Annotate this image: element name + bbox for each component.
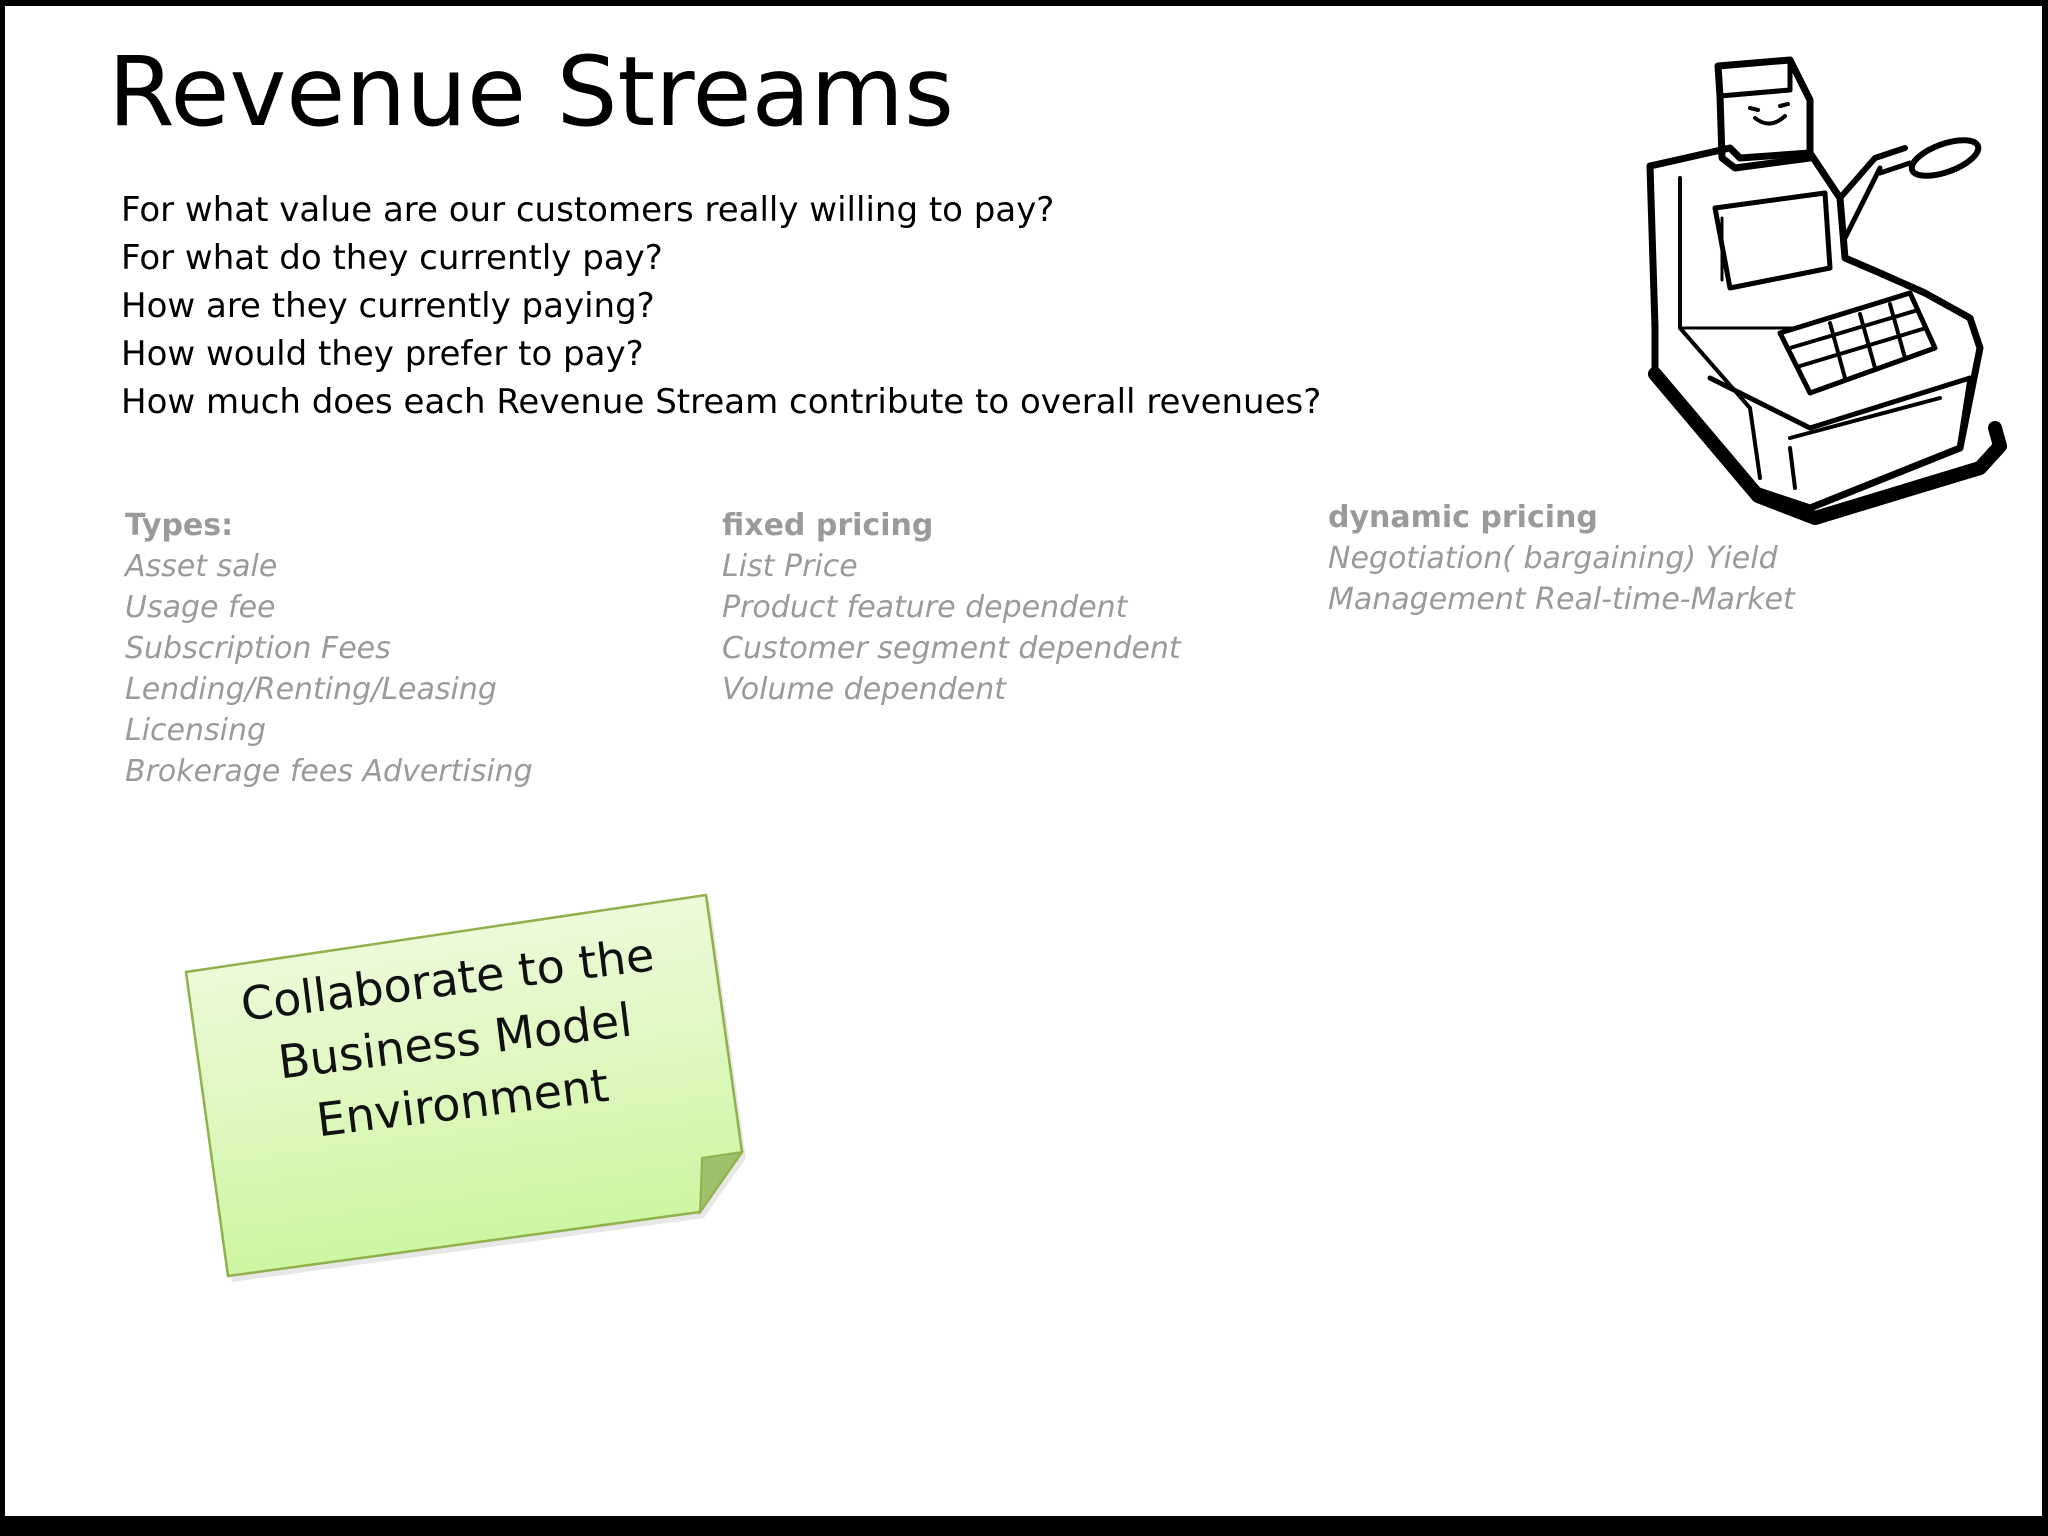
types-column: Types: Asset sale Usage fee Subscription… bbox=[125, 505, 533, 792]
list-item: Licensing bbox=[125, 713, 267, 748]
list-item: Lending/Renting/Leasing bbox=[125, 672, 497, 707]
list-item: Product feature dependent bbox=[722, 590, 1128, 625]
fixed-pricing-list: List Price Product feature dependent Cus… bbox=[722, 546, 1181, 710]
question-item: For what value are our customers really … bbox=[121, 190, 1055, 230]
list-item: Subscription Fees bbox=[125, 631, 391, 666]
dynamic-pricing-column: dynamic pricing Negotiation( bargaining)… bbox=[1328, 497, 1795, 620]
list-item: Negotiation( bargaining) Yield bbox=[1328, 541, 1778, 576]
question-item: How much does each Revenue Stream contri… bbox=[121, 382, 1322, 422]
question-item: How are they currently paying? bbox=[121, 286, 655, 326]
slide-border-right bbox=[2042, 0, 2048, 1536]
cash-register-icon bbox=[1646, 56, 2007, 525]
list-item: Asset sale bbox=[125, 549, 278, 584]
list-item: List Price bbox=[722, 549, 858, 584]
question-item: For what do they currently pay? bbox=[121, 238, 663, 278]
types-list: Asset sale Usage fee Subscription Fees L… bbox=[125, 546, 533, 792]
list-item: Customer segment dependent bbox=[722, 631, 1181, 666]
slide-border-top bbox=[0, 0, 2048, 6]
fixed-pricing-column: fixed pricing List Price Product feature… bbox=[722, 505, 1181, 710]
dynamic-pricing-list: Negotiation( bargaining) Yield Managemen… bbox=[1328, 538, 1795, 620]
types-heading: Types: bbox=[125, 508, 234, 543]
question-item: How would they prefer to pay? bbox=[121, 334, 644, 374]
list-item: Brokerage fees Advertising bbox=[125, 754, 533, 789]
list-item: Volume dependent bbox=[722, 672, 1006, 707]
dynamic-pricing-heading: dynamic pricing bbox=[1328, 500, 1598, 535]
slide-title: Revenue Streams bbox=[108, 36, 954, 148]
slide-border-bottom bbox=[0, 1516, 2048, 1536]
guiding-questions: For what value are our customers really … bbox=[121, 186, 1321, 426]
slide-border-left bbox=[0, 0, 5, 1536]
sticky-note bbox=[184, 893, 746, 1282]
fixed-pricing-heading: fixed pricing bbox=[722, 508, 934, 543]
list-item: Management Real-time-Market bbox=[1328, 582, 1795, 617]
list-item: Usage fee bbox=[125, 590, 276, 625]
